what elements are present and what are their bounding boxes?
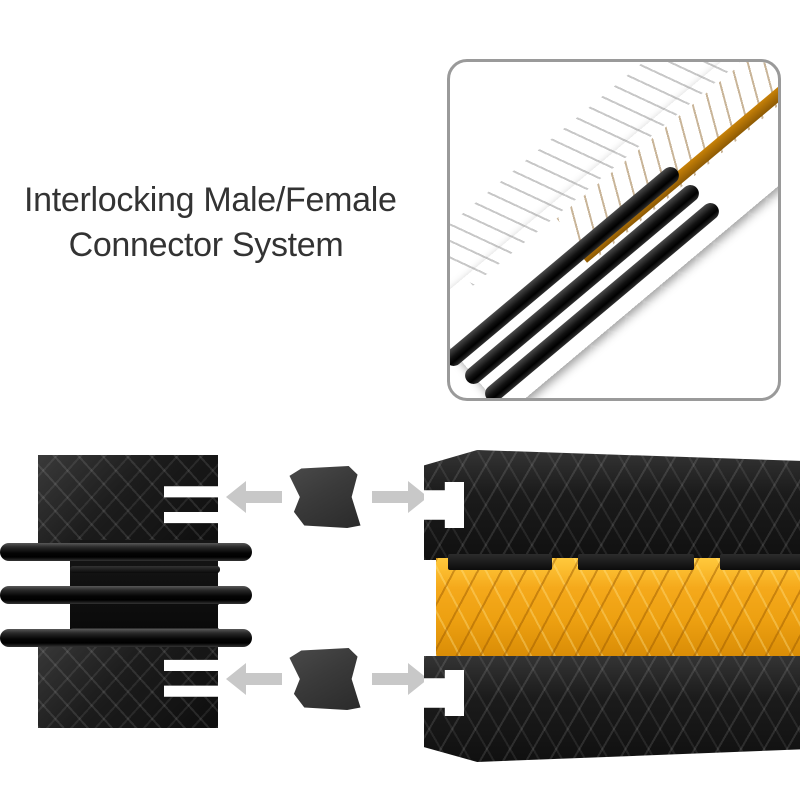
exploded-assembly-diagram	[0, 420, 800, 780]
male-end-cap-bottom	[38, 636, 218, 728]
lid-hinge-tab-2	[578, 554, 694, 570]
inset-photo	[450, 62, 778, 398]
arrow-right-top	[372, 478, 428, 516]
lid-hinge-tab-1	[448, 554, 552, 570]
arrow-left-icon	[226, 663, 282, 695]
ramp-top-slab	[424, 450, 800, 560]
connector-key-top	[289, 466, 361, 528]
channel-rib-1	[70, 566, 220, 573]
ramp-yellow-lid	[436, 558, 800, 658]
headline-line-2: Connector System	[68, 226, 344, 264]
cable-2	[0, 586, 252, 604]
arrow-right-icon	[372, 481, 428, 513]
arrow-left-top-a	[226, 478, 282, 516]
cable-protector-ramp-body	[424, 450, 800, 762]
male-end-cap-top	[38, 455, 218, 547]
cable-1	[0, 543, 252, 561]
ramp-bottom-slab	[424, 656, 800, 762]
inset-photo-panel	[447, 59, 781, 401]
cable-3	[0, 629, 252, 647]
arrow-left-icon	[226, 481, 282, 513]
arrow-left-bottom	[226, 660, 282, 698]
page-title: Interlocking Male/Female Connector Syste…	[24, 178, 434, 268]
connector-key-bottom	[289, 648, 361, 710]
lid-hinge-tab-3	[720, 554, 800, 570]
arrow-right-bottom	[372, 660, 428, 698]
arrow-right-icon	[372, 663, 428, 695]
headline-line-1: Interlocking Male/Female	[24, 181, 397, 219]
